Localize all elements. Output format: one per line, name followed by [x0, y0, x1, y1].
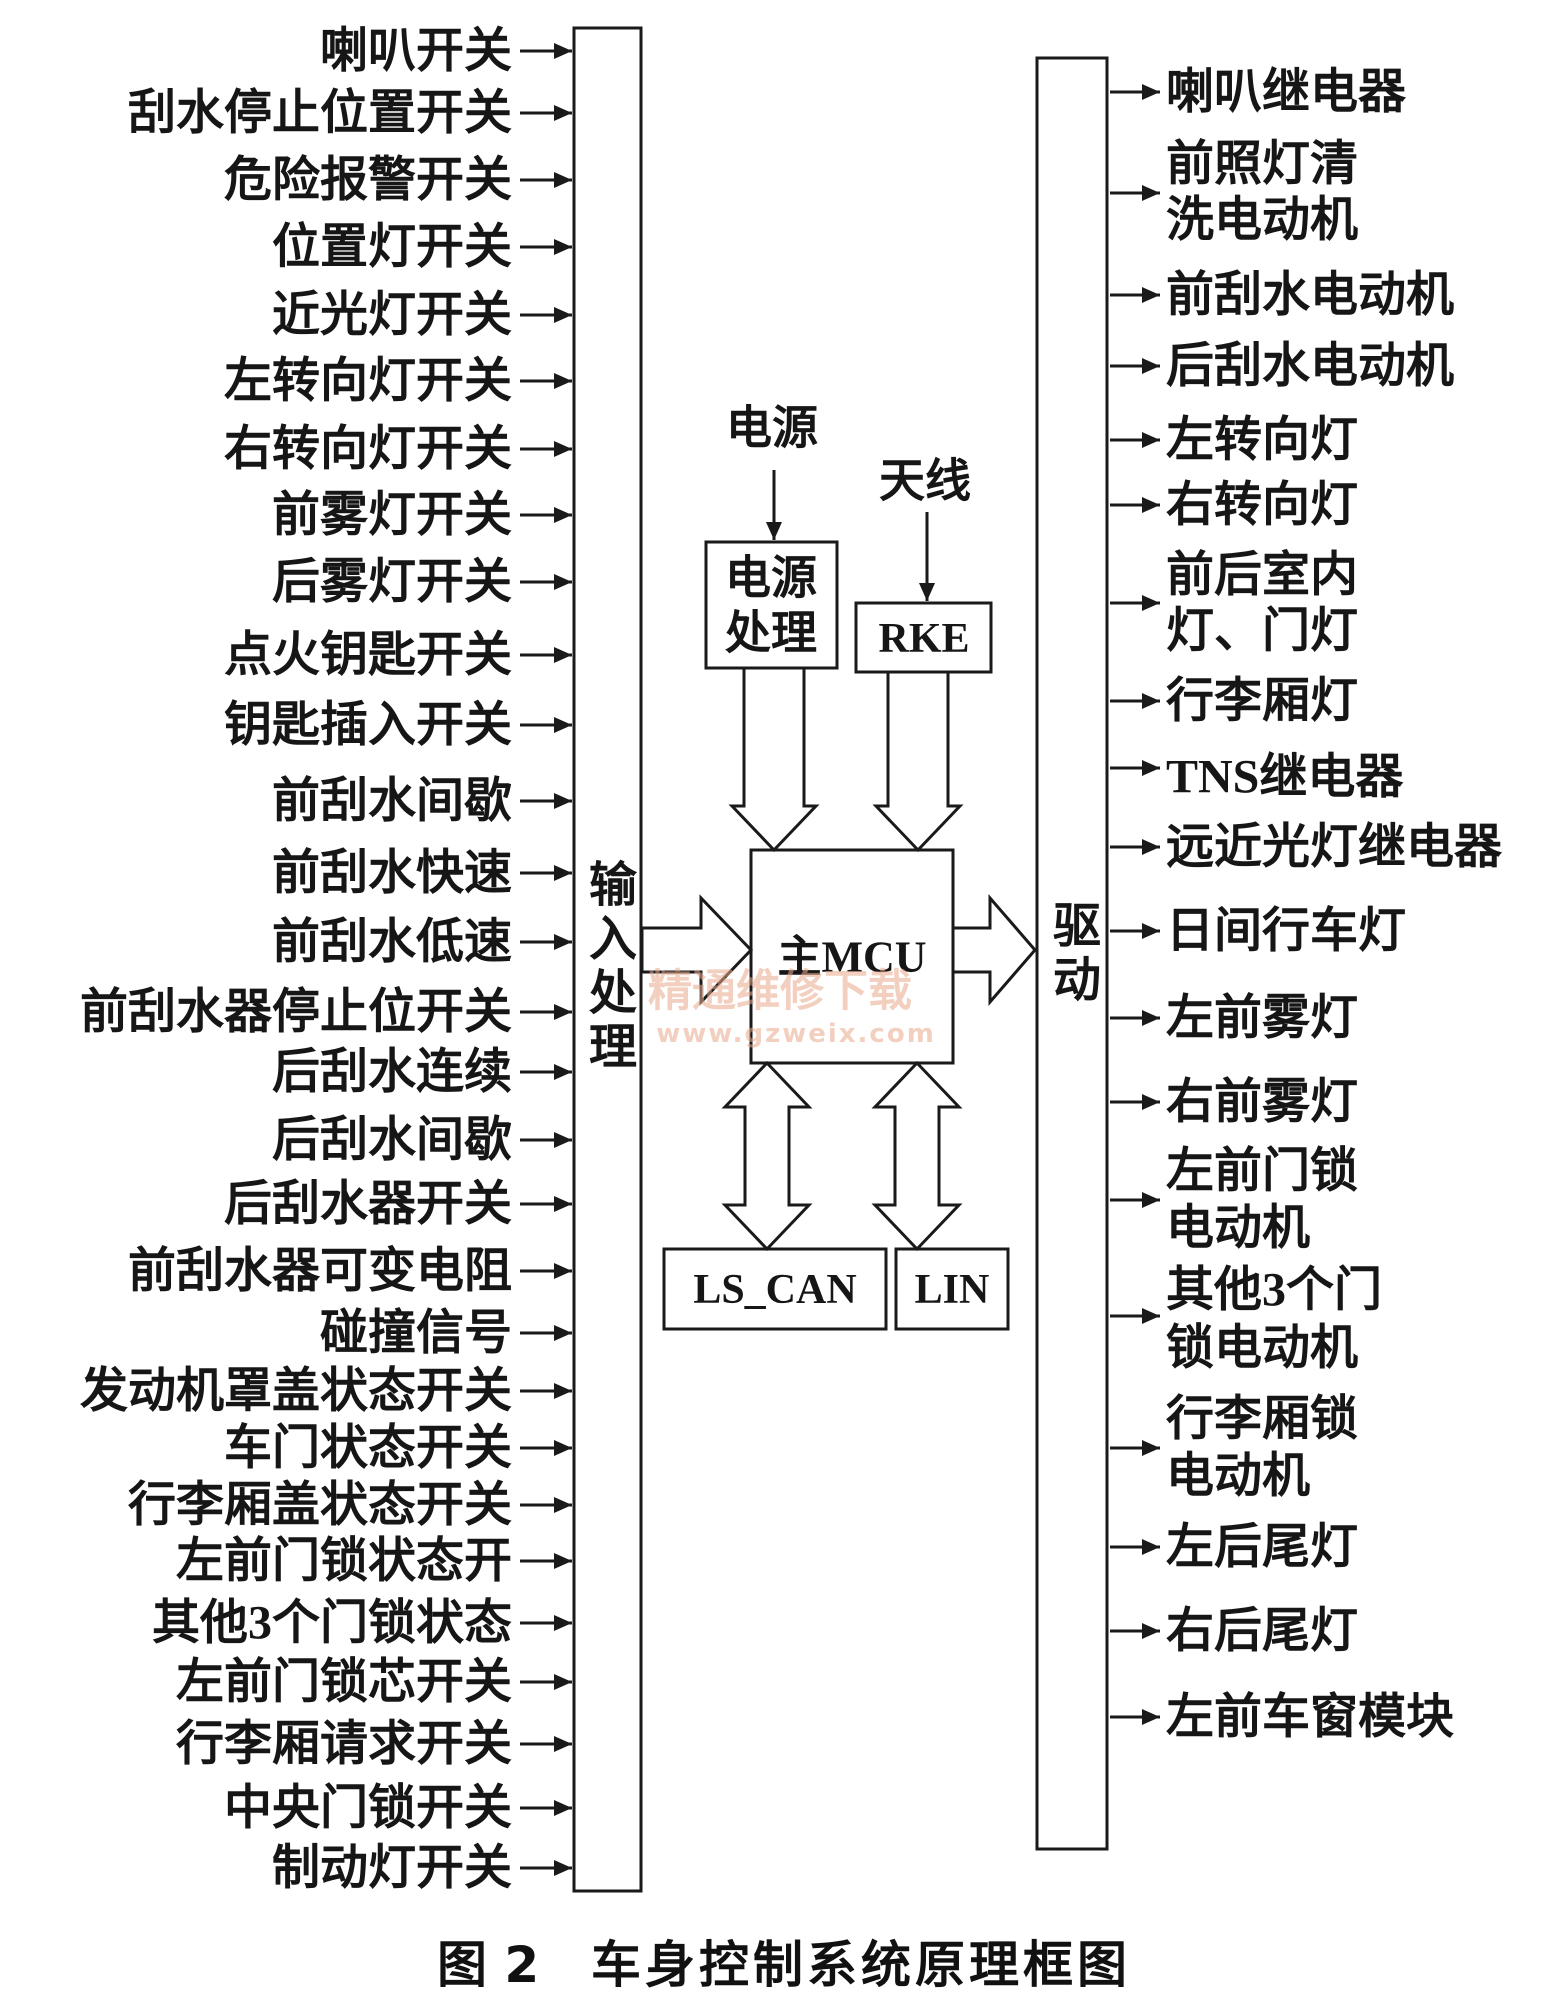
output-load-label: 前后室内: [1166, 549, 1358, 602]
input-signal-label: 前刮水器可变电阻: [128, 1245, 512, 1298]
input-signal-label: 行李厢盖状态开关: [128, 1479, 512, 1532]
output-load-label: 远近光灯继电器: [1166, 821, 1503, 874]
input-signal-label: 中央门锁开关: [224, 1782, 512, 1835]
input-signal-label: 左转向灯开关: [224, 355, 512, 408]
input-signal-label: 其他3个门锁状态: [152, 1597, 512, 1650]
output-load-label: 左前车窗模块: [1166, 1691, 1454, 1744]
output-load-label: 行李厢灯: [1166, 675, 1358, 728]
power-processing-label: 处理: [725, 608, 817, 659]
output-load-label: 锁电动机: [1166, 1322, 1358, 1375]
output-load-label: 电动机: [1166, 1450, 1310, 1503]
power-to-mcu-arrow: [728, 666, 820, 853]
driver-box: [1035, 56, 1109, 1851]
output-load-label: 喇叭继电器: [1166, 66, 1407, 119]
input-signal-label: 前刮水间歇: [272, 775, 512, 828]
input-signal-label: 碰撞信号: [320, 1307, 512, 1360]
output-load-label: 前照灯清: [1166, 138, 1358, 191]
ls-can-label: LS_CAN: [693, 1267, 856, 1313]
input-signal-label: 制动灯开关: [272, 1842, 512, 1895]
mcu-ls-can-double-arrow: [721, 1060, 813, 1252]
watermark-url: www.gzweix.com: [656, 1019, 936, 1049]
output-load-label: 右转向灯: [1166, 479, 1358, 532]
input-signal-label: 点火钥匙开关: [224, 629, 512, 682]
lin-box: [894, 1247, 1010, 1331]
input-signal-label: 左前门锁状态开: [176, 1535, 512, 1588]
lin-label: LIN: [915, 1267, 990, 1313]
input-signal-label: 左前门锁芯开关: [176, 1656, 512, 1709]
input-signal-label: 行李厢请求开关: [176, 1718, 512, 1771]
mcu-to-driver-arrow: [951, 893, 1037, 1007]
input-processing-label: 输入处理: [580, 859, 636, 1075]
input-signal-label: 后刮水间歇: [272, 1114, 512, 1167]
output-load-label: 左前门锁: [1166, 1145, 1358, 1198]
input-signal-label: 右转向灯开关: [224, 423, 512, 476]
input-signal-label: 后刮水器开关: [224, 1178, 512, 1231]
output-load-label: TNS继电器: [1166, 751, 1404, 804]
driver-label: 驱动: [1044, 900, 1100, 1008]
power-processing-label: 电源: [725, 553, 817, 604]
output-loads: 喇叭继电器 前照灯清 洗电动机 前刮水电动机 后刮水电动机 左转向灯 右转向灯 …: [1166, 66, 1503, 1744]
output-load-label: 前刮水电动机: [1166, 269, 1454, 322]
output-load-label: 行李厢锁: [1166, 1393, 1358, 1446]
main-mcu-box: [749, 848, 955, 1065]
power-label: 电源: [726, 403, 818, 454]
output-load-label: 电动机: [1166, 1202, 1310, 1255]
output-load-label: 左前雾灯: [1166, 992, 1358, 1045]
input-signal-label: 发动机罩盖状态开关: [80, 1365, 512, 1418]
figure-number: 图 2: [437, 1936, 539, 1994]
output-arrows: [1110, 84, 1160, 1725]
input-to-mcu-arrow: [640, 894, 754, 1006]
input-signal-label: 车门状态开关: [224, 1422, 512, 1475]
output-load-label: 后刮水电动机: [1166, 340, 1454, 393]
output-load-label: 灯、门灯: [1166, 605, 1358, 658]
output-load-label: 其他3个门: [1166, 1264, 1382, 1317]
input-signal-label: 危险报警开关: [224, 154, 512, 207]
input-signal-label: 刮水停止位置开关: [128, 87, 512, 140]
input-signals: 喇叭开关 刮水停止位置开关 危险报警开关 位置灯开关 近光灯开关 左转向灯开关 …: [80, 25, 512, 1895]
input-arrows: [520, 43, 572, 1876]
output-load-label: 左后尾灯: [1166, 1521, 1358, 1574]
input-signal-label: 后刮水连续: [272, 1046, 512, 1099]
input-signal-label: 前刮水快速: [272, 847, 512, 900]
figure-title: 车身控制系统原理框图: [591, 1936, 1131, 1994]
rke-label: RKE: [878, 616, 969, 662]
input-signal-label: 前雾灯开关: [272, 489, 512, 542]
input-signal-label: 前刮水低速: [272, 916, 512, 969]
input-signal-label: 喇叭开关: [320, 25, 512, 78]
output-load-label: 日间行车灯: [1166, 905, 1406, 958]
input-signal-label: 近光灯开关: [272, 289, 512, 342]
input-signal-label: 位置灯开关: [272, 221, 512, 274]
output-load-label: 右前雾灯: [1166, 1076, 1358, 1129]
input-signal-label: 后雾灯开关: [272, 556, 512, 609]
antenna-label: 天线: [879, 456, 971, 507]
input-signal-label: 钥匙插入开关: [224, 699, 512, 752]
output-load-label: 左转向灯: [1166, 414, 1358, 467]
watermark-text: 精通维修下载: [648, 966, 912, 1017]
output-load-label: 洗电动机: [1166, 194, 1358, 247]
input-signal-label: 前刮水器停止位开关: [80, 986, 512, 1039]
main-mcu-label: 主MCU: [777, 933, 926, 982]
mcu-lin-double-arrow: [871, 1060, 963, 1252]
output-load-label: 右后尾灯: [1166, 1605, 1358, 1658]
rke-to-mcu-arrow: [872, 670, 964, 853]
ls-can-box: [662, 1247, 888, 1331]
